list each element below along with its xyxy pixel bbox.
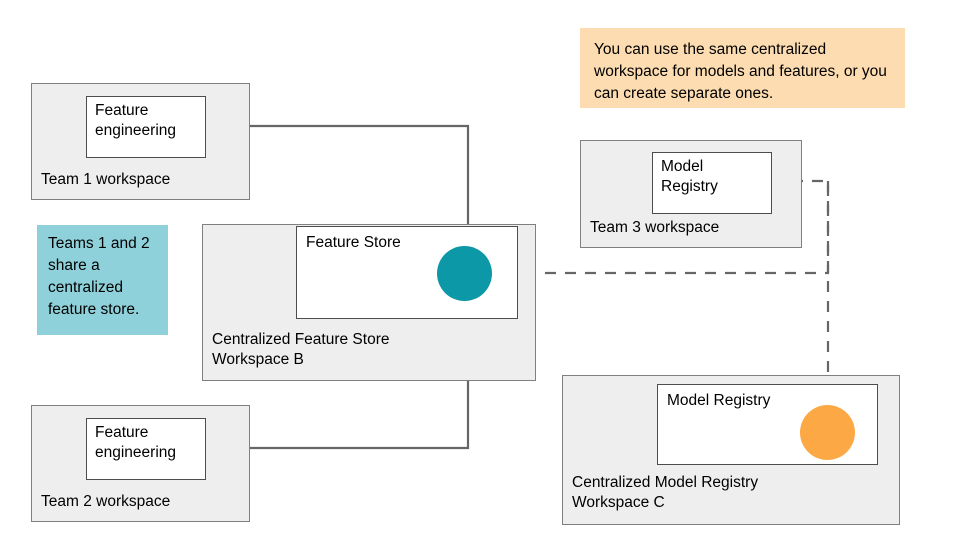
callout-centralized-workspace-note: You can use the same centralized workspa… bbox=[580, 28, 905, 108]
label-workspace-c: Centralized Model Registry Workspace C bbox=[572, 474, 759, 511]
model-registry-node[interactable] bbox=[800, 405, 855, 460]
label-feature-store: Feature Store bbox=[306, 234, 401, 251]
feature-store-node[interactable] bbox=[437, 246, 492, 301]
label-team2-workspace: Team 2 workspace bbox=[41, 493, 171, 510]
box-team1-feature-engineering[interactable] bbox=[86, 96, 206, 158]
label-workspace-b: Centralized Feature Store Workspace B bbox=[212, 331, 390, 368]
label-team3-workspace: Team 3 workspace bbox=[590, 219, 720, 236]
callout-shared-feature-store: Teams 1 and 2 share a centralized featur… bbox=[37, 225, 168, 335]
label-team1-feature-engineering: Feature engineering bbox=[95, 102, 177, 139]
label-team1-workspace: Team 1 workspace bbox=[41, 171, 171, 188]
label-team2-feature-engineering: Feature engineering bbox=[95, 424, 177, 461]
box-team2-feature-engineering[interactable] bbox=[86, 418, 206, 480]
label-model-registry: Model Registry bbox=[667, 392, 771, 409]
label-team3-model-registry: Model Registry bbox=[661, 158, 718, 195]
box-team3-model-registry[interactable] bbox=[652, 152, 772, 214]
